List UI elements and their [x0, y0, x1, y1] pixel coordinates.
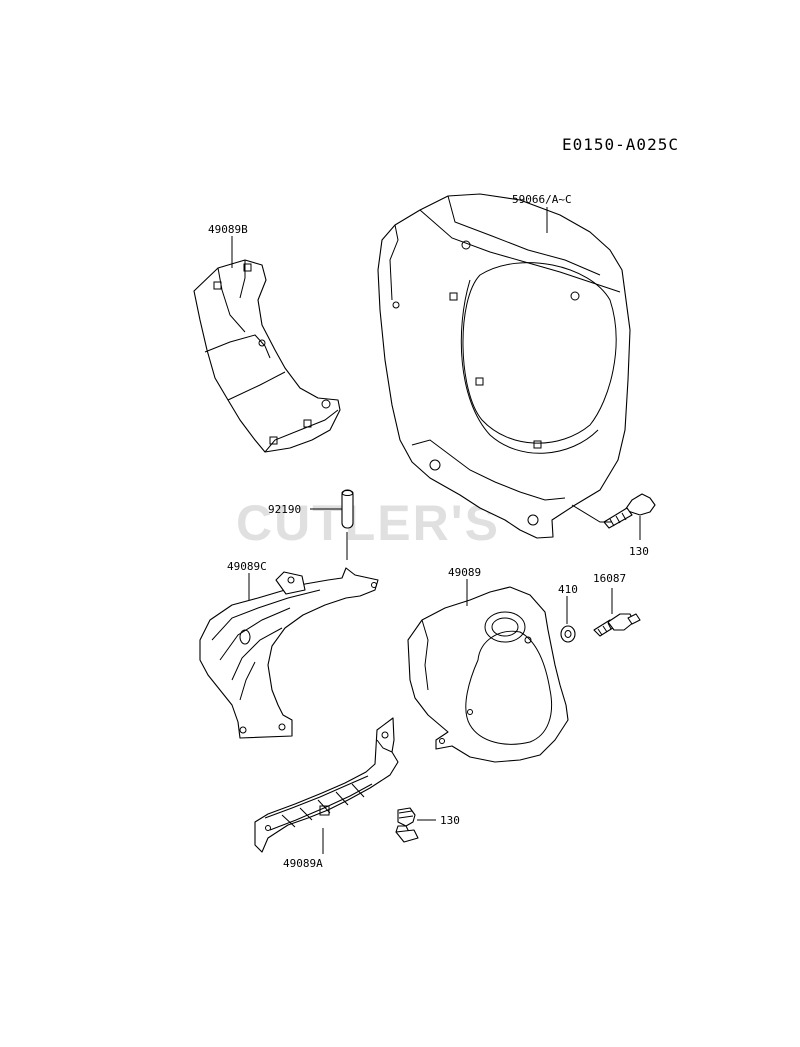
spark-plug-part [593, 613, 641, 637]
watermark: CUTLER'S [236, 495, 500, 551]
fan-shroud-part [377, 193, 631, 539]
label-130-lower: 130 [440, 814, 460, 827]
label-16087: 16087 [593, 572, 626, 585]
label-410: 410 [558, 583, 578, 596]
cover-49089b-part [193, 259, 341, 453]
label-49089a: 49089A [283, 857, 323, 870]
baffle-49089-part [407, 586, 569, 763]
cover-49089c-part [199, 567, 379, 739]
cover-49089a-part [254, 717, 399, 853]
label-92190: 92190 [268, 503, 301, 516]
label-49089c: 49089C [227, 560, 267, 573]
washer-part [560, 625, 576, 643]
bolt-upper-part [603, 493, 656, 529]
leader-lines [231, 207, 641, 854]
pin-part [341, 489, 354, 529]
bolt-lower-part [395, 807, 419, 843]
label-130-upper: 130 [629, 545, 649, 558]
label-49089b: 49089B [208, 223, 248, 236]
label-59066: 59066/A~C [512, 193, 572, 206]
diagram-code: E0150-A025C [562, 135, 679, 154]
label-49089: 49089 [448, 566, 481, 579]
